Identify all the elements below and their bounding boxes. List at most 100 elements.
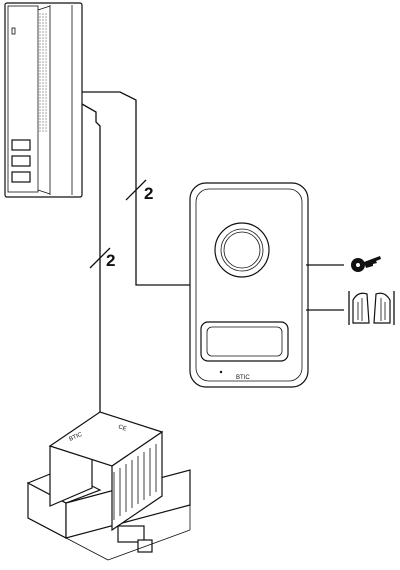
grille-dot xyxy=(42,88,44,90)
monitor-wire-count: 2 xyxy=(144,184,153,203)
monitor-housing-edge xyxy=(37,189,51,195)
grille-dot xyxy=(39,118,41,120)
grille-dot xyxy=(42,106,44,108)
grille-dot xyxy=(42,94,44,96)
grille-dot xyxy=(39,115,41,117)
grille-dot xyxy=(45,109,47,111)
grille-dot xyxy=(42,28,44,30)
camera-housing xyxy=(214,222,270,278)
grille-dot xyxy=(39,100,41,102)
gate-icon xyxy=(348,291,395,325)
grille-dot xyxy=(39,97,41,99)
grille-dot xyxy=(45,79,47,81)
grille-dot xyxy=(45,127,47,129)
grille-dot xyxy=(45,82,47,84)
grille-dot xyxy=(39,16,41,18)
grille-dot xyxy=(39,46,41,48)
grille-dot xyxy=(45,73,47,75)
outdoor-panel: BTIC xyxy=(189,182,309,388)
grille-dot xyxy=(39,82,41,84)
grille-dot xyxy=(45,13,47,15)
grille-dot xyxy=(39,43,41,45)
grille-dot xyxy=(39,64,41,66)
grille-dot xyxy=(39,106,41,108)
monitor-speaker-grille xyxy=(39,13,47,132)
grille-dot xyxy=(42,109,44,111)
grille-dot xyxy=(42,58,44,60)
grille-dot xyxy=(39,121,41,123)
grille-dot xyxy=(42,73,44,75)
grille-dot xyxy=(42,61,44,63)
grille-dot xyxy=(45,88,47,90)
grille-dot xyxy=(39,130,41,132)
grille-dot xyxy=(39,49,41,51)
grille-dot xyxy=(39,76,41,78)
monitor-housing-edge xyxy=(37,5,51,11)
power-supply: BTIC CE xyxy=(26,411,191,561)
grille-dot xyxy=(45,34,47,36)
key-icon xyxy=(351,256,381,272)
monitor-body xyxy=(4,2,83,198)
grille-dot xyxy=(39,91,41,93)
grille-dot xyxy=(39,37,41,39)
grille-dot xyxy=(42,67,44,69)
grille-dot xyxy=(42,76,44,78)
grille-dot xyxy=(42,79,44,81)
grille-dot xyxy=(39,31,41,33)
grille-dot xyxy=(42,25,44,27)
microphone-hole xyxy=(219,370,223,374)
indoor-monitor xyxy=(4,2,83,198)
grille-dot xyxy=(45,25,47,27)
grille-dot xyxy=(42,52,44,54)
grille-dot xyxy=(39,28,41,30)
grille-dot xyxy=(45,31,47,33)
grille-dot xyxy=(45,115,47,117)
grille-dot xyxy=(39,52,41,54)
grille-dot xyxy=(39,112,41,114)
grille-dot xyxy=(39,109,41,111)
grille-dot xyxy=(42,46,44,48)
grille-dot xyxy=(45,55,47,57)
grille-dot xyxy=(45,130,47,132)
monitor-button xyxy=(11,155,31,167)
panel-frame xyxy=(195,188,303,382)
camera-ring xyxy=(220,228,264,272)
grille-dot xyxy=(39,73,41,75)
grille-dot xyxy=(39,79,41,81)
grille-dot xyxy=(45,85,47,87)
monitor-button xyxy=(11,139,31,151)
grille-dot xyxy=(42,70,44,72)
grille-dot xyxy=(45,61,47,63)
grille-dot xyxy=(39,13,41,15)
grille-dot xyxy=(45,121,47,123)
grille-dot xyxy=(39,127,41,129)
grille-dot xyxy=(42,127,44,129)
grille-dot xyxy=(39,88,41,90)
wire-count-slash xyxy=(125,179,147,201)
grille-dot xyxy=(42,82,44,84)
grille-dot xyxy=(45,64,47,66)
wire-monitor-to-panel xyxy=(82,91,190,286)
grille-dot xyxy=(42,115,44,117)
grille-dot xyxy=(42,112,44,114)
grille-dot xyxy=(42,22,44,24)
grille-dot xyxy=(42,37,44,39)
grille-dot xyxy=(42,85,44,87)
grille-dot xyxy=(45,37,47,39)
psu-body-front xyxy=(111,430,163,532)
grille-dot xyxy=(45,67,47,69)
grille-dot xyxy=(42,19,44,21)
grille-dot xyxy=(39,85,41,87)
grille-dot xyxy=(42,103,44,105)
grille-dot xyxy=(39,94,41,96)
psu-din-clip xyxy=(137,539,153,553)
grille-dot xyxy=(45,124,47,126)
grille-dot xyxy=(39,25,41,27)
grille-dot xyxy=(39,22,41,24)
grille-dot xyxy=(42,55,44,57)
name-card-window xyxy=(206,326,283,357)
grille-dot xyxy=(39,19,41,21)
grille-dot xyxy=(45,43,47,45)
grille-dot xyxy=(45,97,47,99)
